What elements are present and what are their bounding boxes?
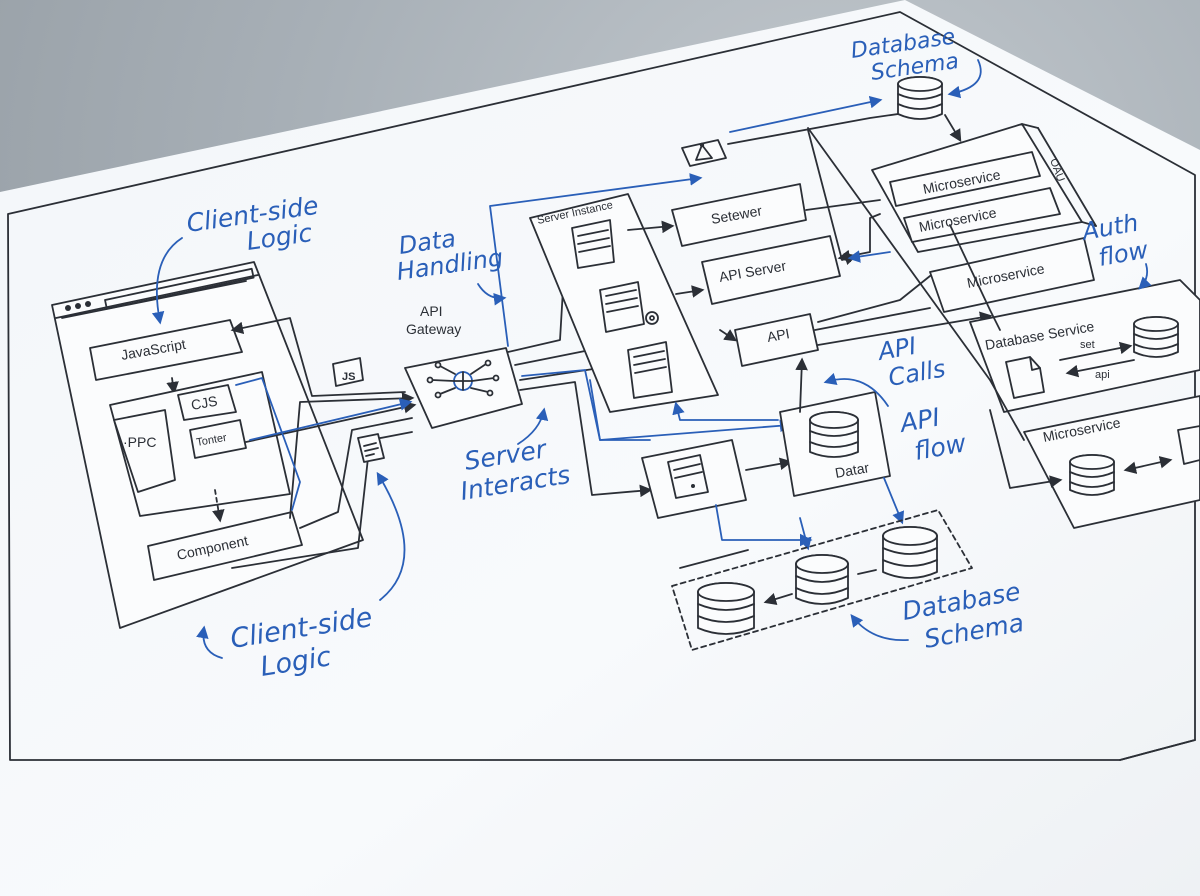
client-gateway-connectors — [230, 317, 417, 569]
api-box[interactable]: API — [734, 313, 819, 367]
border-corner — [1119, 739, 1196, 761]
document-icon — [357, 433, 385, 463]
api-gateway-box[interactable]: API Gateway — [404, 303, 523, 429]
api-arrow — [1065, 359, 1135, 378]
gateway-title-line1: API — [420, 303, 443, 319]
database-top-icon — [897, 76, 943, 120]
schema-db-icon-3 — [882, 526, 938, 579]
server-to-service-connectors — [627, 129, 993, 346]
database-schema-group — [671, 509, 973, 651]
modules-group: ·PPC CJS Tonter — [109, 371, 291, 517]
arrow-db-to-microservices — [944, 114, 962, 143]
svg-text:API: API — [874, 332, 918, 367]
cjs-label: CJS — [190, 393, 219, 413]
tonter-box[interactable]: Tonter — [189, 419, 247, 459]
svg-text:API: API — [896, 402, 942, 438]
arrow-to-schema-top — [729, 95, 883, 133]
arrow-modules-to-component — [212, 489, 225, 523]
set-label: set — [1080, 339, 1095, 351]
long-connector — [807, 127, 1025, 441]
server-rack-3 — [627, 341, 673, 399]
network-hub-icon — [426, 359, 500, 399]
arrow-js-to-modules — [166, 377, 179, 395]
server-rack-1 — [571, 219, 615, 269]
component-box[interactable]: Component — [147, 511, 303, 581]
schema-db-icon-2 — [795, 554, 849, 605]
datar-label: Datar — [834, 459, 871, 481]
datar-connectors — [589, 357, 905, 551]
line-stack-to-dbservice — [949, 224, 1001, 331]
database-service-db-icon — [1133, 316, 1179, 358]
api-label: API — [766, 325, 791, 345]
js-badge-label: JS — [342, 371, 355, 383]
cjs-box[interactable]: CJS — [177, 384, 237, 421]
server-rack-2 — [599, 281, 659, 333]
api-server-box[interactable]: API Server — [701, 235, 841, 305]
bottom-server-box[interactable] — [641, 439, 747, 519]
js-file-icon: JS — [332, 357, 364, 387]
tonter-label: Tonter — [195, 432, 228, 449]
set-arrow — [1059, 341, 1133, 361]
setewer-box[interactable]: Setewer — [671, 183, 807, 247]
datar-box[interactable]: Datar — [779, 391, 891, 497]
javascript-box[interactable]: JavaScript — [89, 319, 243, 381]
schema-db-icon-1 — [697, 582, 755, 635]
microservice-box-3[interactable]: Microservice — [929, 237, 1095, 313]
line-dbservice-to-ms4 — [989, 409, 1063, 489]
network-node-icon — [681, 139, 727, 167]
api-small-label: api — [1095, 369, 1110, 381]
ppc-box[interactable] — [113, 409, 176, 493]
server-instance-panel: Server Instance — [529, 193, 719, 413]
arrow-server-to-datar — [745, 457, 793, 471]
microservice-box-4[interactable]: Microservice — [1023, 395, 1200, 529]
microservice-db-icon — [1069, 454, 1115, 496]
datar-db-icon — [809, 411, 859, 458]
gateway-title-line2: Gateway — [406, 321, 461, 337]
annotation-auth-flow: Auth flow — [1078, 209, 1152, 290]
database-service-panel[interactable]: Database Service set api — [969, 279, 1200, 413]
file-icon — [1005, 356, 1045, 399]
ppc-label: ·PPC — [123, 434, 156, 450]
